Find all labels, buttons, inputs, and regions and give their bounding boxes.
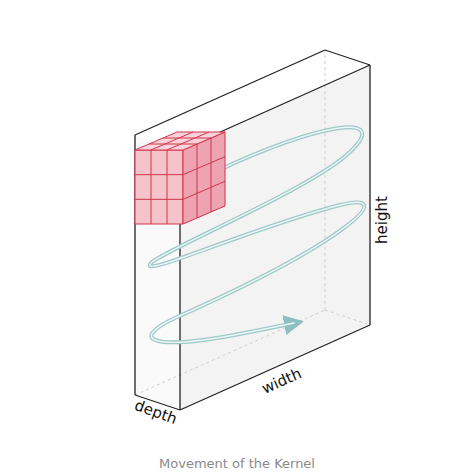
kernel-cube — [135, 132, 225, 224]
height-label: height — [373, 196, 391, 244]
figure-caption: Movement of the Kernel — [0, 456, 474, 471]
volume-edges — [135, 50, 370, 410]
hidden-edges — [135, 50, 370, 395]
volume-face — [180, 65, 370, 410]
